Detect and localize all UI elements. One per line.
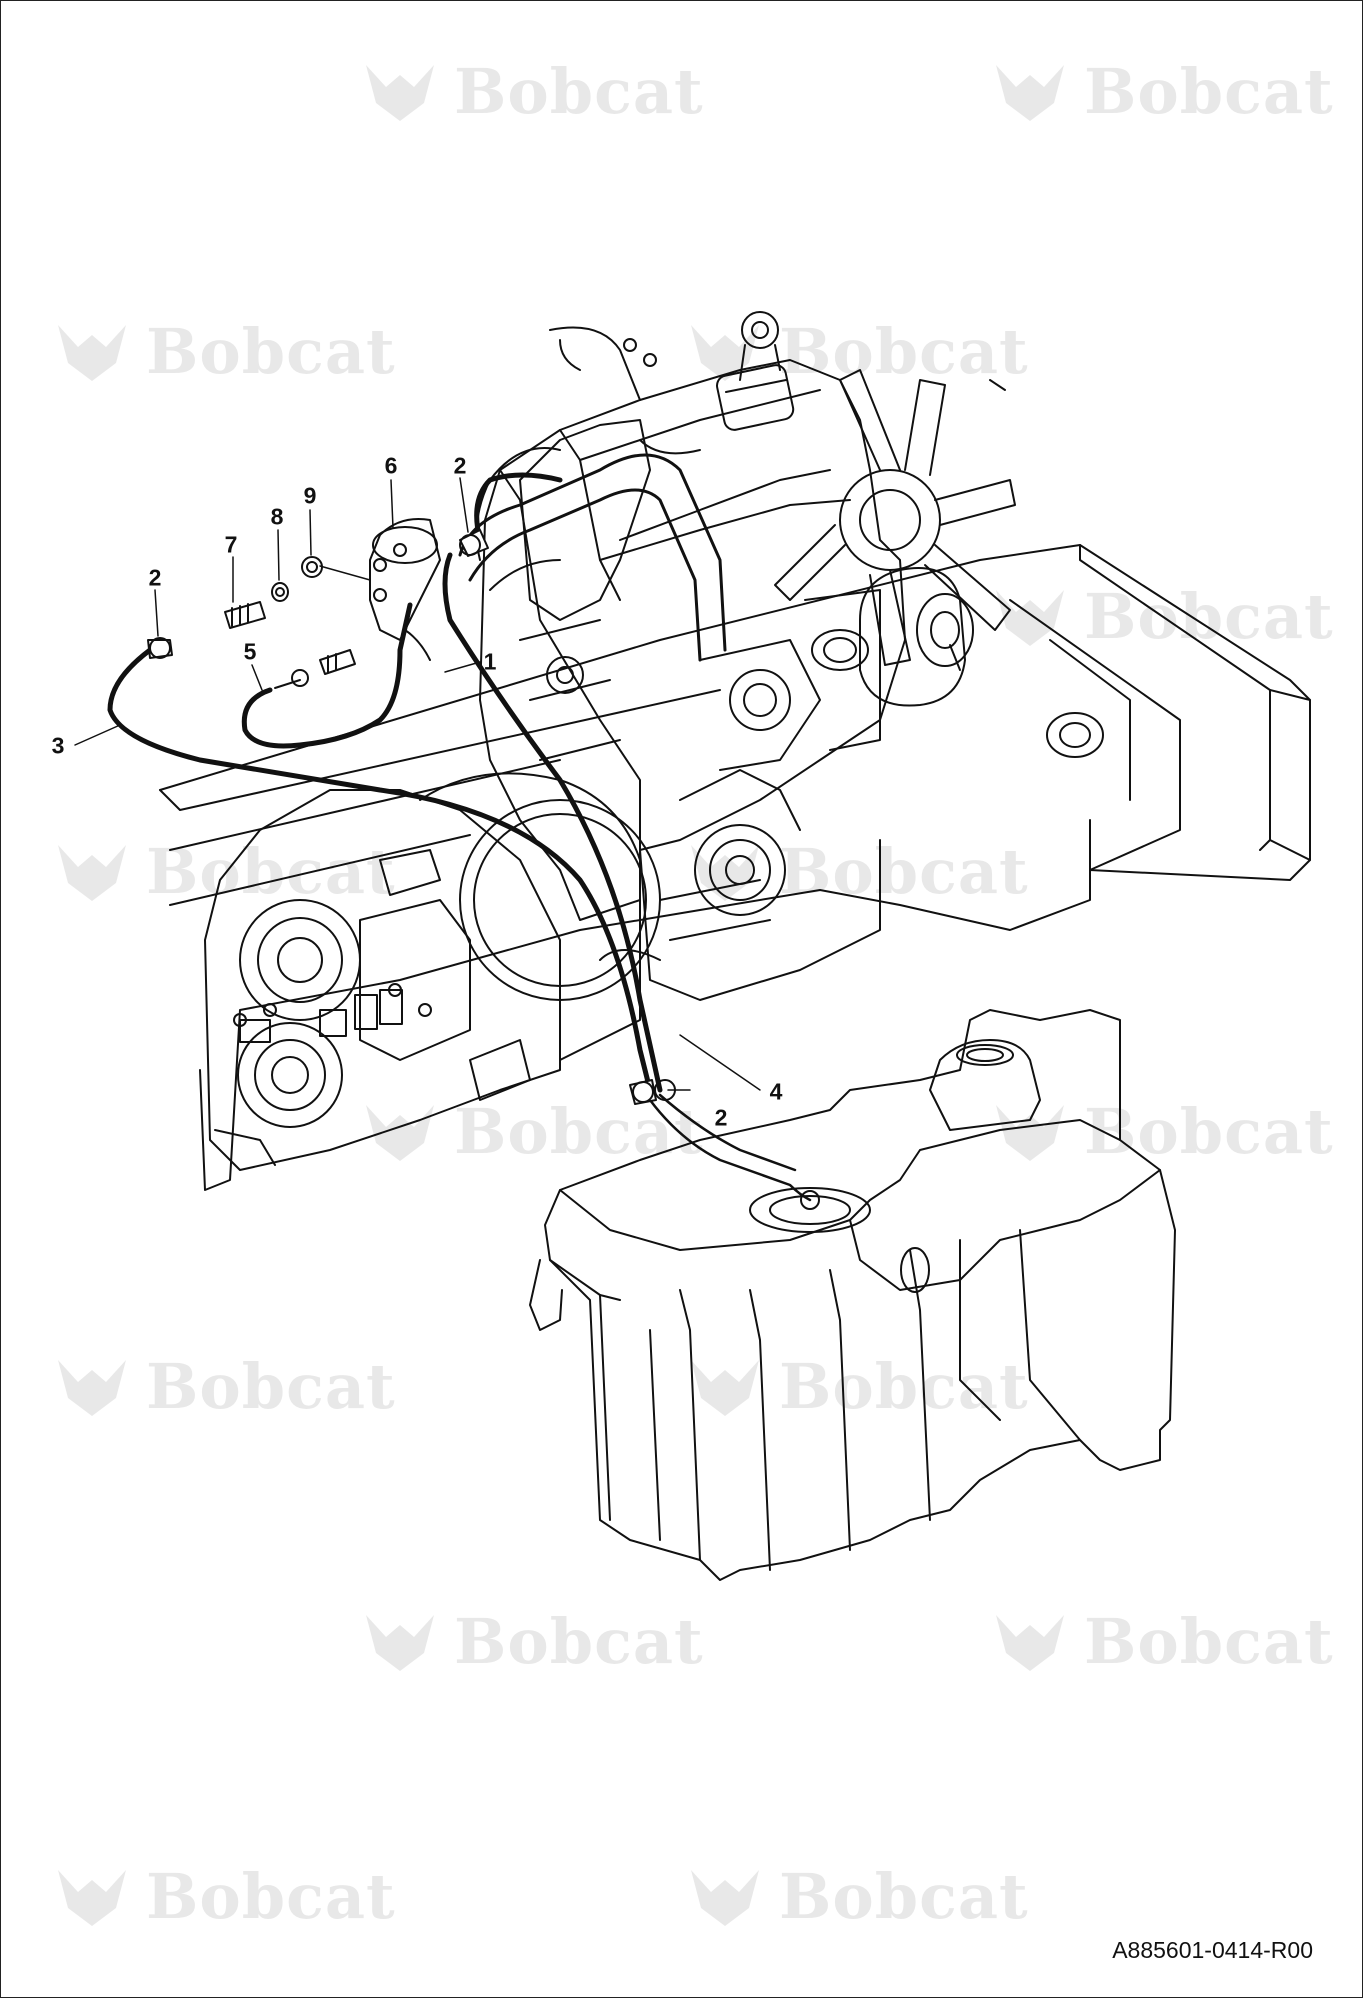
tank-connections bbox=[648, 1093, 812, 1202]
callout-7: 7 bbox=[224, 531, 238, 558]
fuel-tank bbox=[529, 1009, 1176, 1581]
alternator bbox=[859, 567, 974, 707]
callout-6: 6 bbox=[384, 452, 398, 479]
callout-2-upper: 2 bbox=[453, 452, 467, 479]
fuel-hoses bbox=[107, 472, 663, 1093]
fittings bbox=[224, 556, 356, 689]
callout-8: 8 bbox=[270, 503, 284, 530]
fuel-filter-head bbox=[369, 518, 441, 661]
hose-clamps bbox=[147, 529, 676, 1105]
drawing-number: A885601-0414-R00 bbox=[1112, 1937, 1313, 1963]
callout-2-lower: 2 bbox=[714, 1104, 728, 1131]
cooling-fan bbox=[774, 369, 1016, 671]
callout-9: 9 bbox=[303, 482, 317, 509]
leader-lines bbox=[74, 477, 761, 1091]
callout-5: 5 bbox=[243, 638, 257, 665]
callout-1: 1 bbox=[483, 648, 497, 675]
engine bbox=[458, 311, 906, 1001]
machine-frame bbox=[159, 544, 1311, 1191]
callout-4: 4 bbox=[769, 1078, 783, 1105]
callout-2-left: 2 bbox=[148, 564, 162, 591]
callout-3: 3 bbox=[51, 732, 65, 759]
